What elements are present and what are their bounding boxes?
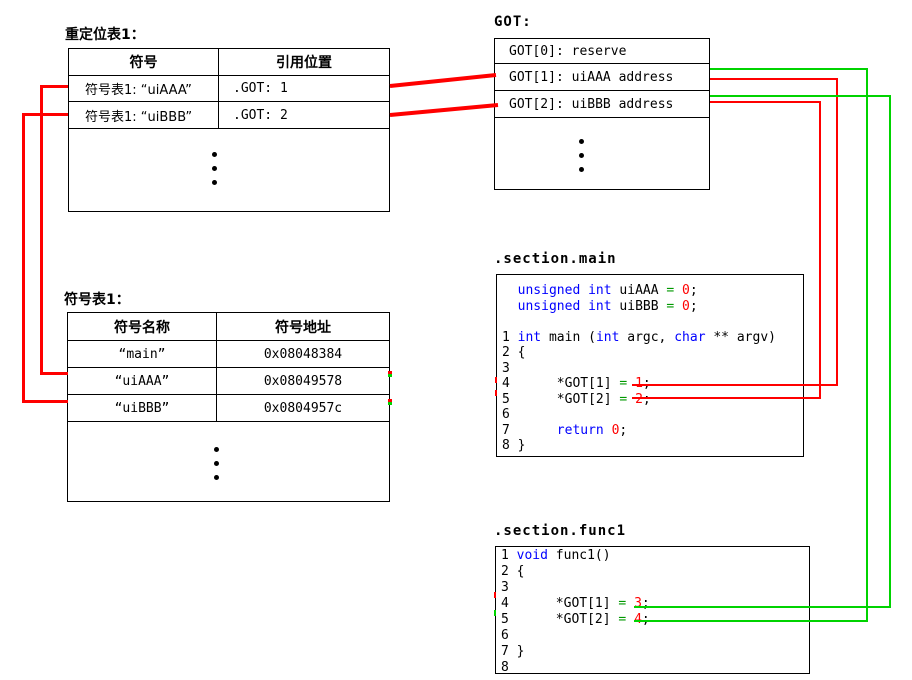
- reloc-table: 符号 引用位置 符号表1: “uiAAA” .GOT: 1 符号表1: “uiB…: [68, 48, 390, 212]
- got-table-title: GOT:: [494, 14, 532, 30]
- symbol-row-main-address: 0x08048384: [263, 346, 343, 362]
- section-func1-title: .section.func1: [494, 523, 627, 539]
- symbol-row-uiAAA-address: 0x08049578: [263, 373, 343, 389]
- reloc-table-header-row: 符号 引用位置: [69, 49, 389, 76]
- got-row-1: GOT[1]: uiAAA address: [495, 64, 709, 91]
- reloc-header-ref-location: 引用位置: [276, 55, 332, 71]
- symbol-table-title: 符号表1：: [64, 292, 130, 308]
- symbol-header-name: 符号名称: [68, 313, 217, 340]
- reloc-table-title: 重定位表1：: [65, 27, 145, 43]
- got-row-0-label: GOT[0]: reserve: [509, 43, 627, 59]
- reloc-row-uiBBB-ref: .GOT: 2: [233, 107, 288, 123]
- got-table: GOT[0]: reserve GOT[1]: uiAAA address GO…: [494, 38, 710, 190]
- symbol-row-uiAAA-name: “uiAAA”: [68, 368, 217, 394]
- reloc-row-uiAAA: 符号表1: “uiAAA” .GOT: 1: [69, 76, 389, 102]
- reloc-row-uiBBB: 符号表1: “uiBBB” .GOT: 2: [69, 102, 389, 129]
- got-row-2: GOT[2]: uiBBB address: [495, 91, 709, 118]
- reloc-row-uiBBB-symbol: 符号表1: “uiBBB”: [69, 102, 219, 128]
- connector-reloc-to-got-diagonals: [389, 73, 499, 117]
- got-row-2-label: GOT[2]: uiBBB address: [509, 96, 674, 112]
- symbol-table-header-row: 符号名称 符号地址: [68, 313, 389, 341]
- section-func1-box: [495, 546, 810, 674]
- symbol-row-uiBBB-name: “uiBBB”: [68, 395, 217, 421]
- symbol-row-main-name: “main”: [68, 341, 217, 367]
- symbol-table: 符号名称 符号地址 “main” 0x08048384 “uiAAA” 0x08…: [67, 312, 390, 502]
- reloc-header-symbol: 符号: [69, 49, 219, 75]
- section-main-title: .section.main: [494, 251, 617, 267]
- got-row-1-label: GOT[1]: uiAAA address: [509, 69, 674, 85]
- symbol-row-uiAAA: “uiAAA” 0x08049578: [68, 368, 389, 395]
- symbol-row-uiBBB-address: 0x0804957c: [263, 400, 343, 416]
- section-main-box: [496, 274, 804, 457]
- reloc-row-uiAAA-symbol: 符号表1: “uiAAA”: [69, 76, 219, 101]
- symbol-row-main: “main” 0x08048384: [68, 341, 389, 368]
- symbol-header-address: 符号地址: [275, 319, 331, 336]
- section-main-code: unsigned int uiAAA = 0; unsigned int uiB…: [502, 283, 776, 453]
- symbol-row-uiBBB: “uiBBB” 0x0804957c: [68, 395, 389, 422]
- reloc-row-uiAAA-ref: .GOT: 1: [233, 81, 288, 96]
- got-row-0: GOT[0]: reserve: [495, 39, 709, 64]
